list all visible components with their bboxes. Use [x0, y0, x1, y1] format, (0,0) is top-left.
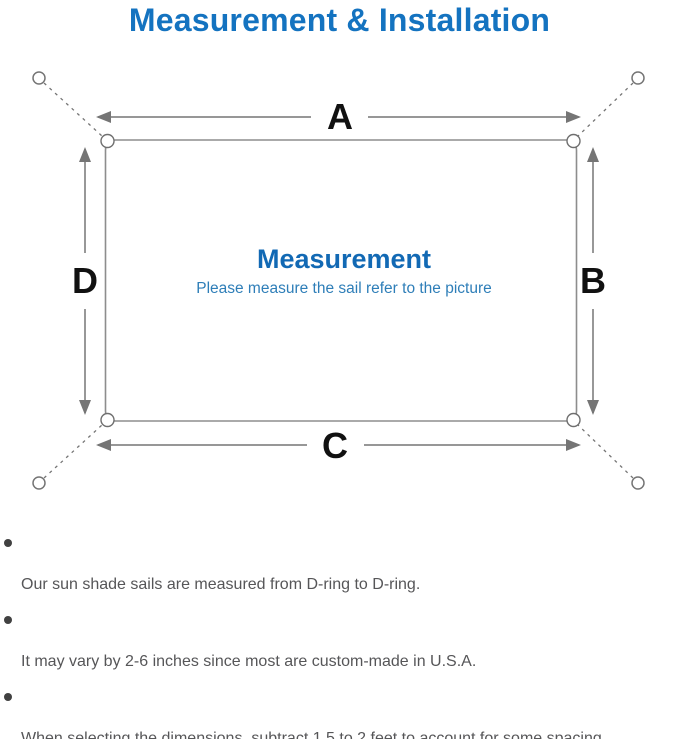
note-item: Our sun shade sails are measured from D-…: [0, 532, 670, 595]
note-text: It may vary by 2-6 inches since most are…: [21, 653, 477, 670]
anchor-point-icon: [32, 476, 46, 490]
page-title: Measurement & Installation: [128, 2, 551, 38]
dim-label-d: D: [72, 260, 98, 301]
bullet-icon: [4, 615, 12, 624]
diagram-subheading: Please measure the sail refer to the pic…: [196, 280, 492, 297]
rope-line-bottom-right: [577, 424, 634, 479]
d-ring-icon: [100, 133, 115, 149]
dim-label-c: C: [322, 425, 348, 466]
dim-label-a: A: [327, 96, 353, 137]
diagram-heading: Measurement: [257, 244, 431, 274]
d-ring-icon: [566, 133, 581, 149]
rope-line-top-left: [43, 82, 103, 137]
note-text: When selecting the dimensions, subtract …: [21, 730, 602, 739]
d-ring-icon: [566, 412, 581, 428]
bullet-icon: [4, 692, 12, 701]
anchor-point-icon: [631, 71, 645, 85]
rope-line-bottom-left: [43, 424, 103, 479]
sail-outline: [104, 139, 578, 422]
note-item: When selecting the dimensions, subtract …: [0, 686, 670, 739]
note-text: Our sun shade sails are measured from D-…: [21, 576, 421, 593]
notes-list: Our sun shade sails are measured from D-…: [0, 532, 670, 739]
anchor-point-icon: [32, 71, 46, 85]
rope-line-top-right: [577, 82, 634, 137]
measurement-diagram: A C D B Measurement Please measure the s…: [32, 71, 645, 490]
bullet-icon: [4, 538, 12, 547]
d-ring-icon: [100, 412, 115, 428]
dim-label-b: B: [580, 260, 606, 301]
anchor-point-icon: [631, 476, 645, 490]
note-item: It may vary by 2-6 inches since most are…: [0, 609, 670, 672]
